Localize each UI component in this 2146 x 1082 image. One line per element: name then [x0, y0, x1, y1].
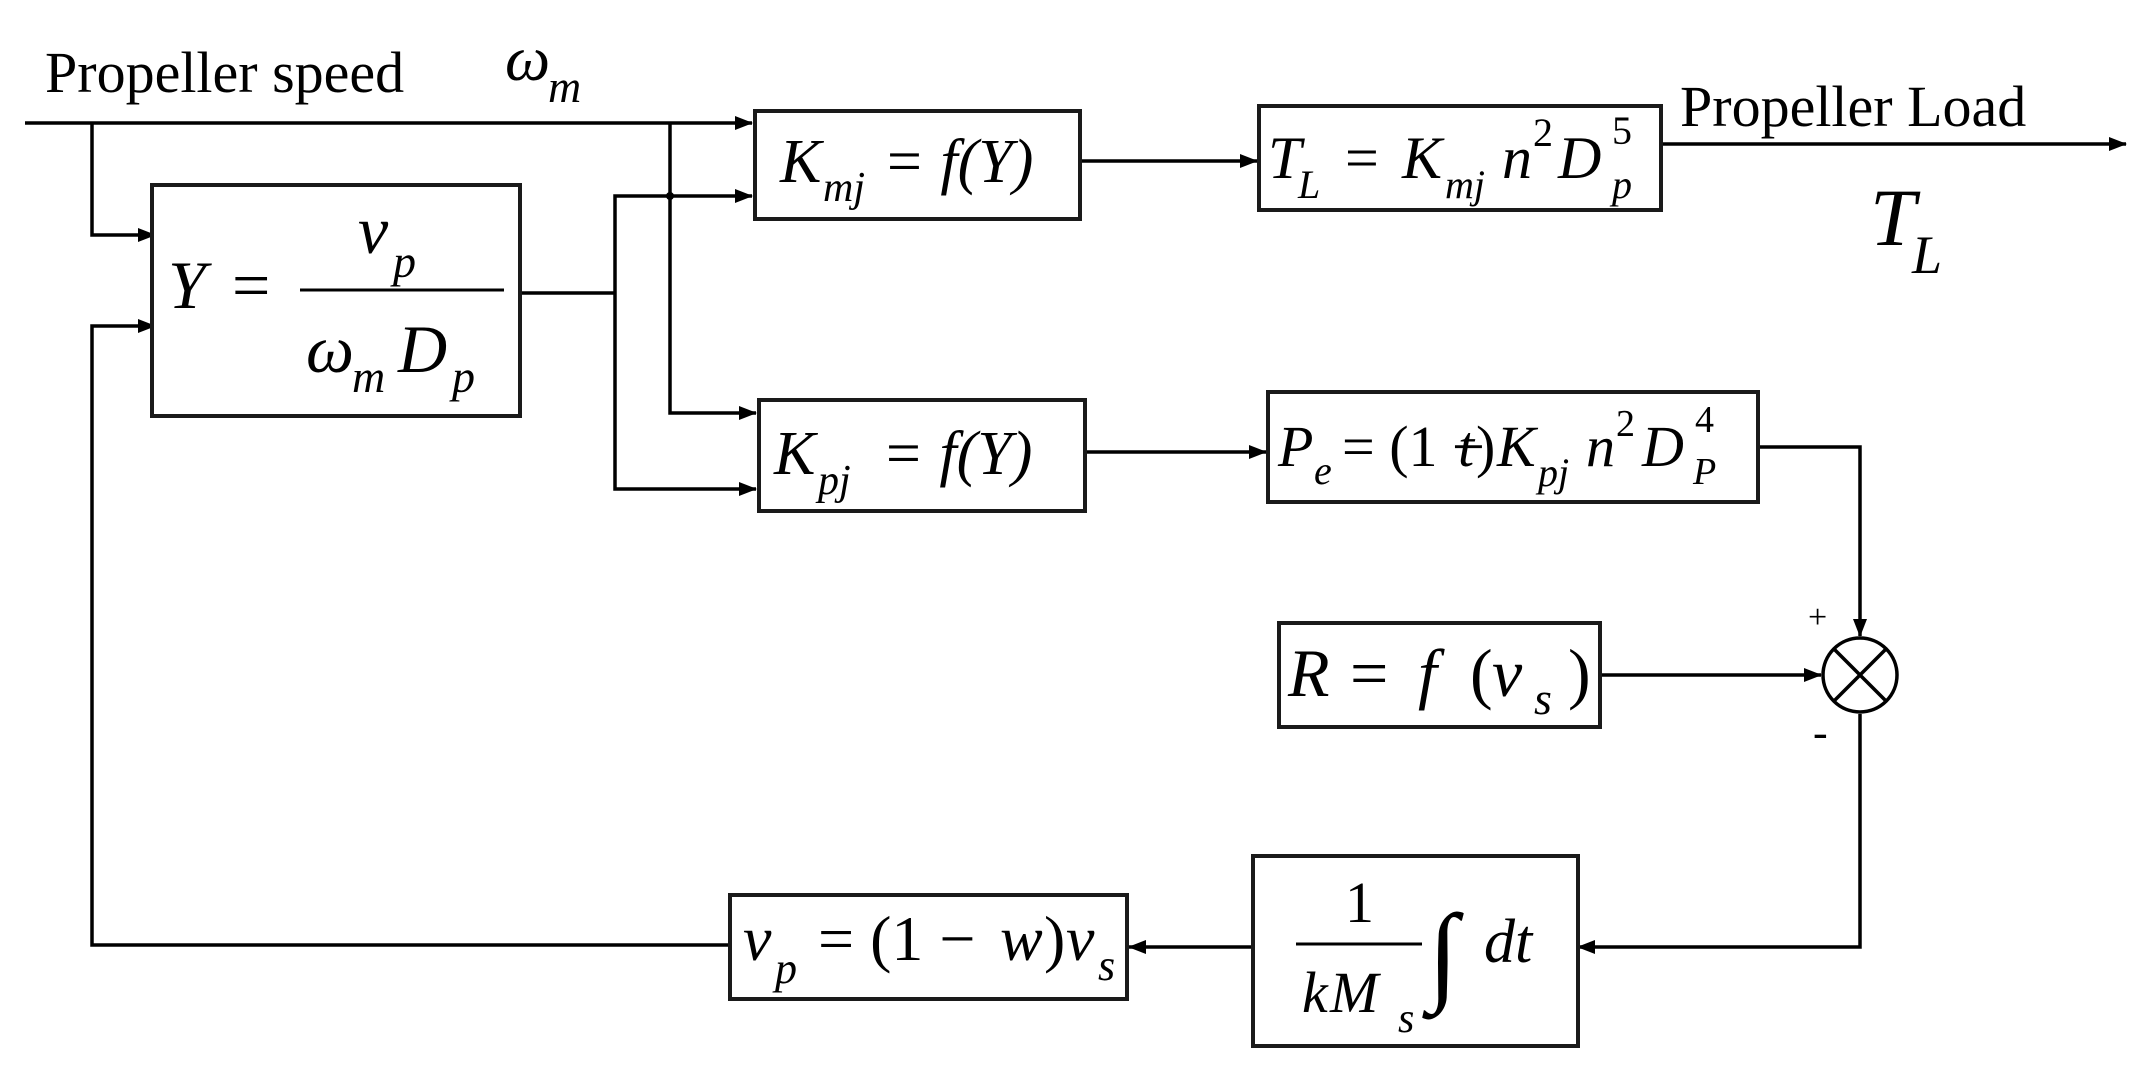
torque-d-sub: p: [1609, 162, 1632, 207]
advance-ratio-den-d: D: [397, 311, 447, 387]
junction-dot-omega: [666, 192, 674, 200]
kmj-rhs: = f(Y): [883, 128, 1033, 196]
input-text: Propeller speed: [45, 40, 404, 105]
integrator-den-sub: s: [1398, 996, 1414, 1042]
input-label: Propeller speed ω m: [45, 23, 581, 112]
wake-close: ): [1044, 903, 1065, 974]
power-close: ): [1476, 414, 1495, 479]
power-d-sup: 4: [1695, 399, 1714, 441]
summing-minus-sign: -: [1813, 708, 1828, 757]
summing-junction-cross-b: [1832, 647, 1888, 703]
wake-box: [728, 893, 1129, 1001]
y-to-kpj-wire: [613, 293, 757, 496]
omega-to-kpj-wire: [668, 123, 757, 420]
resistance-r: R: [1287, 635, 1330, 711]
integrator-block: 1 k M s ∫ dt: [1251, 854, 1580, 1048]
integrator-den-k: k: [1302, 960, 1329, 1025]
advance-ratio-block: Y = v p ω m D p: [150, 183, 522, 418]
kpj-rhs: = f(Y): [882, 420, 1032, 488]
torque-t-sub: L: [1297, 162, 1320, 207]
integrator-box: [1251, 854, 1580, 1048]
torque-n-sup: 2: [1533, 110, 1553, 155]
sum-to-integrator-wire: [1577, 714, 1862, 954]
power-p: P: [1277, 414, 1313, 479]
resistance-v: v: [1492, 635, 1523, 711]
wake-vs-sub: s: [1098, 941, 1115, 990]
wake-vs: v: [1066, 903, 1095, 974]
advance-ratio-num-sub: p: [390, 236, 416, 287]
integrator-den-m: M: [1329, 960, 1381, 1025]
kpj-block: K pj = f(Y): [757, 398, 1087, 513]
torque-k-sub: mj: [1445, 162, 1485, 207]
feedback-wire: [90, 319, 730, 947]
power-n: n: [1586, 414, 1615, 479]
advance-ratio-den-omega: ω: [306, 311, 354, 387]
output-t-symbol: T: [1870, 172, 1921, 263]
torque-block: T L = K mj n 2 D 5 p: [1257, 104, 1663, 212]
connection-wires: [25, 116, 2127, 954]
advance-ratio-den-d-sub: p: [449, 351, 475, 402]
power-to-sum-wire: [1758, 445, 1867, 637]
power-k: K: [1496, 414, 1539, 479]
wake-eq-open: = (1 −: [818, 903, 992, 974]
kpj-box: [757, 398, 1087, 513]
advance-ratio-lhs: Y: [168, 247, 212, 323]
kmj-block: K mj = f(Y): [753, 109, 1082, 221]
input-to-y-wire: [90, 123, 156, 242]
wake-block: v p = (1 − w ) v s: [728, 893, 1129, 1001]
integrator-integral-sign: ∫: [1422, 892, 1464, 1020]
kpj-symbol: K: [773, 420, 819, 488]
summing-junction: + -: [1808, 599, 1899, 757]
output-text: Propeller Load: [1680, 74, 2026, 139]
input-omega-subscript: m: [548, 61, 581, 112]
integrator-num: 1: [1345, 870, 1374, 935]
kpj-subscript: pj: [815, 458, 851, 504]
power-k-sub: pj: [1535, 450, 1569, 495]
resistance-equals: =: [1350, 635, 1388, 711]
kmj-symbol: K: [779, 128, 825, 196]
torque-k: K: [1401, 125, 1445, 191]
resistance-v-sub: s: [1534, 673, 1552, 724]
wake-v-sub: p: [772, 944, 797, 993]
advance-ratio-box: [150, 183, 522, 418]
torque-t: T: [1268, 125, 1305, 191]
output-label: Propeller Load T L: [1680, 74, 2026, 285]
output-t-subscript: L: [1911, 225, 1942, 285]
resistance-box: [1277, 621, 1602, 729]
torque-equals: =: [1345, 125, 1379, 191]
power-n-sup: 2: [1616, 403, 1635, 445]
resistance-close: ): [1568, 635, 1591, 711]
torque-box: [1257, 104, 1663, 212]
power-box: [1266, 390, 1760, 504]
wake-w: w: [1000, 903, 1043, 974]
advance-ratio-equals: =: [232, 247, 270, 323]
torque-d: D: [1557, 125, 1601, 191]
summing-plus-sign: +: [1808, 599, 1827, 636]
resistance-block: R = f ( v s ): [1277, 621, 1602, 729]
power-block: P e = (1 − t ) K pj n 2 D 4 P: [1266, 390, 1760, 504]
y-to-kmj-wire: [613, 189, 753, 293]
torque-d-sup: 5: [1612, 108, 1632, 153]
integrator-dt: dt: [1484, 908, 1534, 976]
resistance-open: (: [1470, 635, 1493, 711]
wake-v: v: [743, 903, 772, 974]
power-d: D: [1641, 414, 1684, 479]
advance-ratio-den-omega-sub: m: [352, 351, 385, 402]
power-eq-open: = (1 −: [1342, 414, 1499, 479]
kmj-box: [753, 109, 1082, 221]
power-t: t: [1458, 414, 1476, 479]
input-omega-symbol: ω: [505, 23, 550, 94]
power-p-sub: e: [1314, 448, 1332, 493]
torque-n: n: [1502, 125, 1532, 191]
advance-ratio-num: v: [358, 192, 389, 268]
kmj-subscript: mj: [823, 165, 865, 211]
power-d-sub: P: [1692, 451, 1716, 493]
